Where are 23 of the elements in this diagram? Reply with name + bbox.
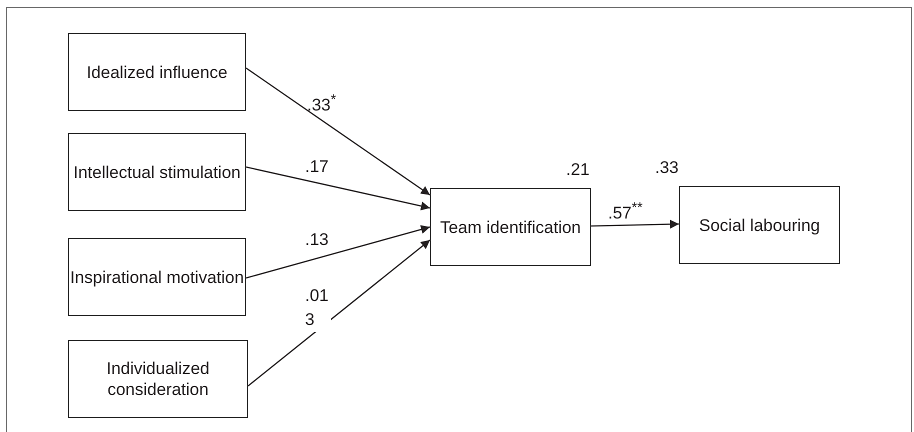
r-squared-value: .21	[566, 160, 590, 180]
variable-name: Intellectual stimulation	[73, 162, 241, 182]
path-coefficient: .33$^{*}$	[307, 91, 336, 117]
r-squared-value: .33	[655, 158, 679, 178]
variable-box	[430, 188, 591, 266]
variable-name: Individualized consideration	[105, 358, 210, 400]
path-coefficient: .57$^{**}$	[608, 199, 643, 225]
path-arrow	[248, 240, 430, 386]
variable-name: Social labouring	[699, 214, 820, 236]
path-coefficient: .17	[305, 156, 329, 178]
variable-name: Idealized influence	[86, 62, 228, 82]
variable-box	[68, 238, 246, 316]
path-arrow	[590, 220, 680, 229]
path-arrow	[246, 67, 430, 196]
variable-name: Team identification	[440, 216, 581, 238]
variable-name: Inspirational motivation	[70, 266, 244, 288]
path-arrow	[246, 225, 430, 279]
path-coefficient: .13	[305, 229, 329, 251]
variable-box	[68, 33, 246, 111]
path-arrow	[246, 166, 430, 210]
variable-box	[68, 340, 248, 418]
variable-box	[68, 133, 246, 211]
variable-box	[679, 186, 840, 264]
